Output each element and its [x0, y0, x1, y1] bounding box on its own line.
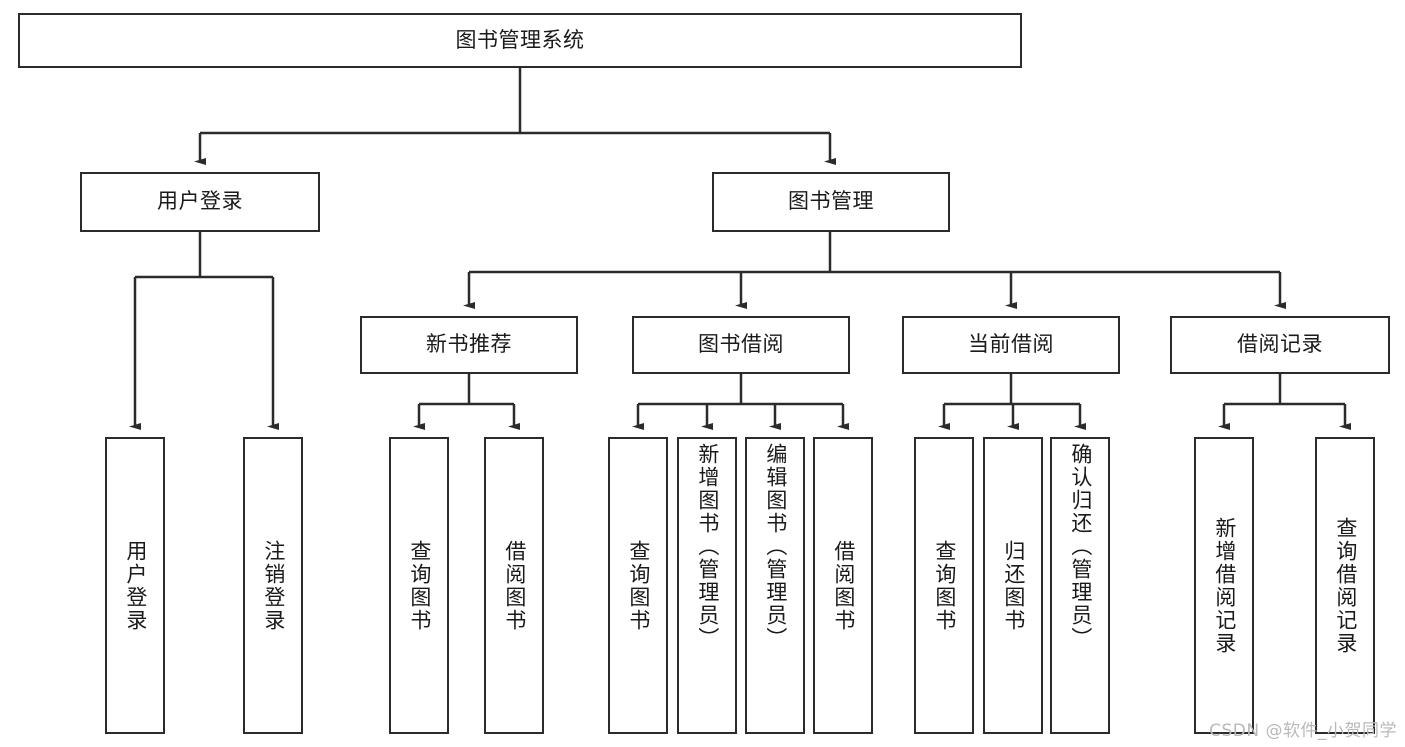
node-leaf-confirm-return-admin[interactable]: 确认归还（管理员） — [1050, 437, 1110, 734]
node-leaf-query-borrow-record-label: 查询借阅记录 — [1333, 516, 1358, 655]
node-leaf-user-login-label: 用户登录 — [123, 539, 148, 632]
node-leaf-query-book-current[interactable]: 查询图书 — [914, 437, 974, 734]
node-leaf-add-book-admin[interactable]: 新增图书（管理员） — [677, 437, 737, 734]
node-leaf-edit-book-admin-label: 编辑图书（管理员） — [763, 443, 788, 650]
node-book-management-label: 图书管理 — [788, 189, 874, 214]
node-leaf-return-book-label: 归还图书 — [1001, 539, 1026, 632]
node-leaf-query-book-current-label: 查询图书 — [932, 539, 957, 632]
node-root-label: 图书管理系统 — [455, 27, 585, 52]
node-leaf-edit-book-admin[interactable]: 编辑图书（管理员） — [745, 437, 805, 734]
node-user-login-label: 用户登录 — [157, 189, 243, 214]
node-new-book-recommend[interactable]: 新书推荐 — [360, 316, 578, 374]
node-leaf-borrow-book[interactable]: 借阅图书 — [813, 437, 873, 734]
node-leaf-borrow-book-label: 借阅图书 — [831, 539, 856, 632]
node-leaf-add-borrow-record[interactable]: 新增借阅记录 — [1194, 437, 1254, 734]
node-leaf-return-book[interactable]: 归还图书 — [983, 437, 1043, 734]
watermark-text: CSDN @软件_小贺同学 — [1209, 721, 1397, 741]
node-root[interactable]: 图书管理系统 — [18, 13, 1022, 68]
node-current-borrow[interactable]: 当前借阅 — [902, 316, 1120, 374]
node-book-borrow[interactable]: 图书借阅 — [632, 316, 850, 374]
node-new-book-recommend-label: 新书推荐 — [426, 332, 512, 357]
node-borrow-record-label: 借阅记录 — [1237, 332, 1323, 357]
node-leaf-add-book-admin-label: 新增图书（管理员） — [695, 443, 720, 650]
node-leaf-add-borrow-record-label: 新增借阅记录 — [1212, 516, 1237, 655]
node-leaf-user-logout[interactable]: 注销登录 — [243, 437, 303, 734]
node-leaf-confirm-return-admin-label: 确认归还（管理员） — [1068, 443, 1093, 650]
node-leaf-borrow-book-new[interactable]: 借阅图书 — [484, 437, 544, 734]
node-book-borrow-label: 图书借阅 — [698, 332, 784, 357]
node-leaf-query-book-borrow-label: 查询图书 — [626, 539, 651, 632]
node-leaf-query-borrow-record[interactable]: 查询借阅记录 — [1315, 437, 1375, 734]
node-leaf-query-book-new-label: 查询图书 — [407, 539, 432, 632]
node-book-management[interactable]: 图书管理 — [712, 172, 950, 232]
node-leaf-borrow-book-new-label: 借阅图书 — [502, 539, 527, 632]
node-current-borrow-label: 当前借阅 — [968, 332, 1054, 357]
node-leaf-query-book-new[interactable]: 查询图书 — [389, 437, 449, 734]
node-leaf-user-logout-label: 注销登录 — [261, 539, 286, 632]
node-user-login[interactable]: 用户登录 — [80, 172, 320, 232]
node-leaf-user-login[interactable]: 用户登录 — [105, 437, 165, 734]
node-leaf-query-book-borrow[interactable]: 查询图书 — [608, 437, 668, 734]
node-borrow-record[interactable]: 借阅记录 — [1170, 316, 1390, 374]
